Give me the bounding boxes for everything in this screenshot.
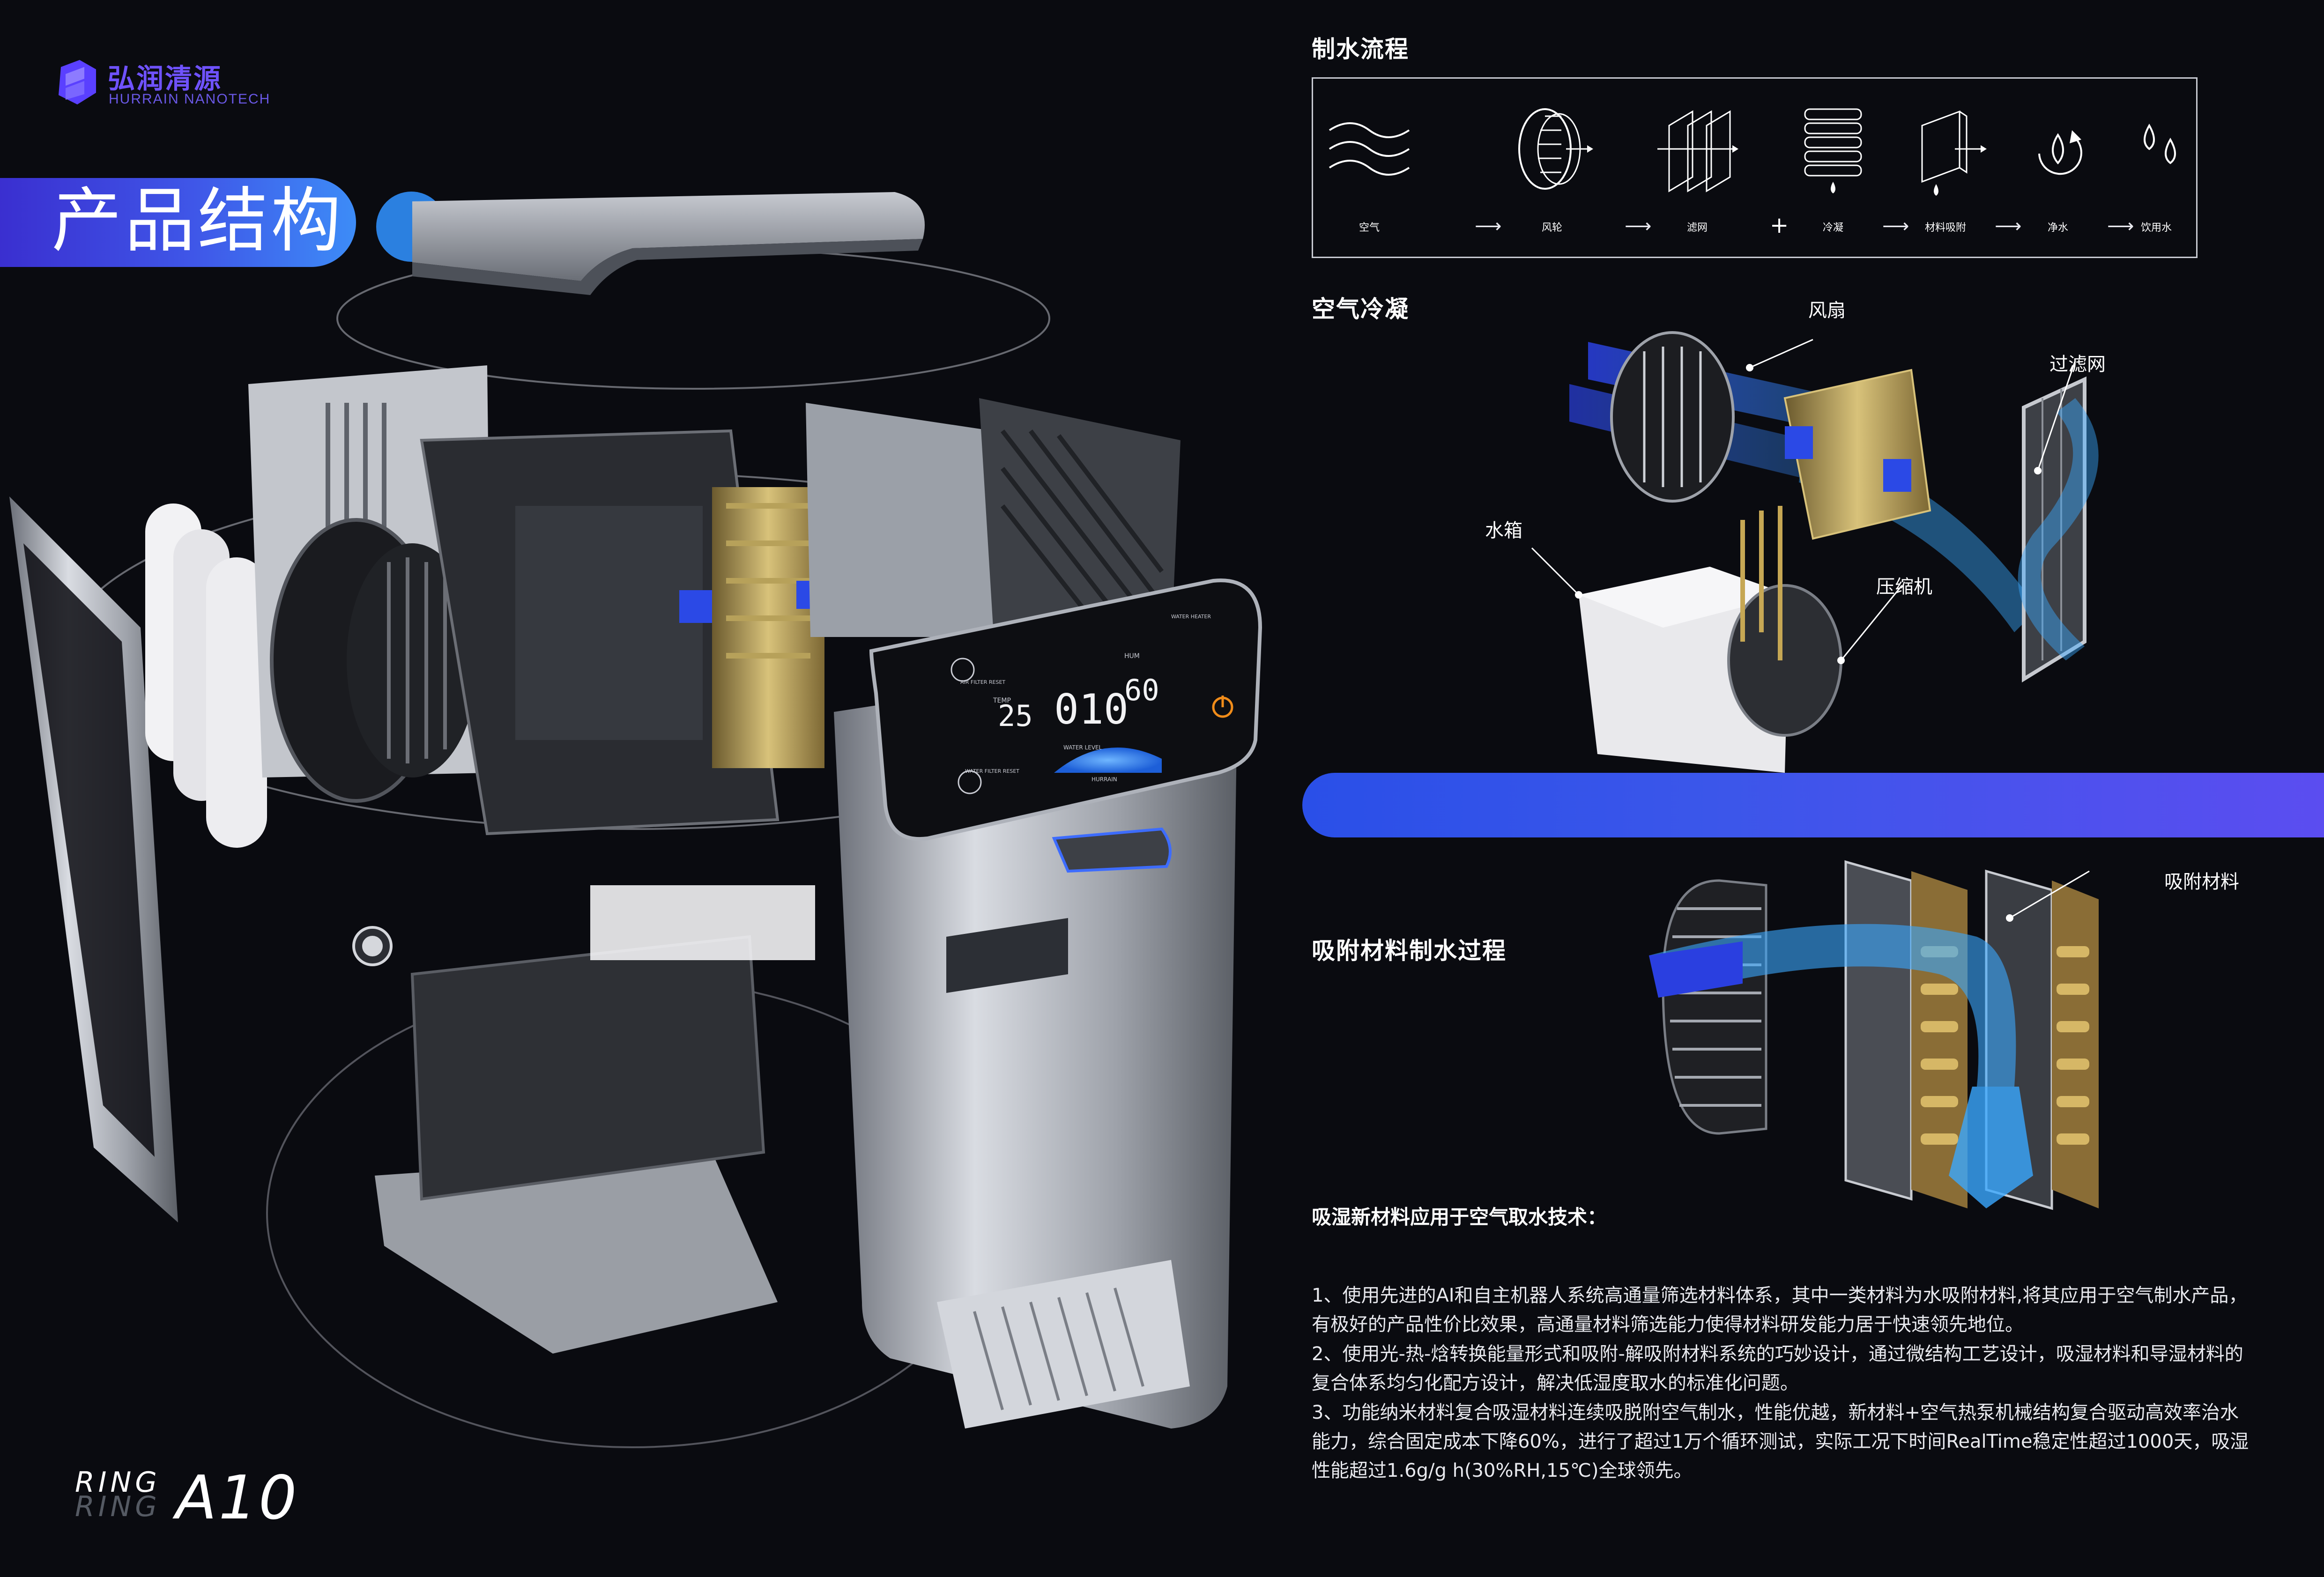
flow-arrow: ⟶	[2107, 215, 2134, 237]
display-brand-label: HURRAIN	[1091, 776, 1117, 783]
control-display: 25 TEMP 010 60 HUM WATER LEVEL AIR FILTE…	[869, 578, 1262, 841]
flow-label-drinking: 饮用水	[2140, 222, 2172, 234]
ads-panel-1	[1844, 860, 1913, 1201]
flow-heading: 制水流程	[1312, 36, 1409, 63]
adsorption-icon	[1921, 110, 1987, 196]
display-water-filter-label: WATER FILTER RESET	[965, 768, 1019, 774]
brand-logo: 弘润清源 HURRAIN NANOTECH	[52, 54, 295, 115]
adsorption-diagram	[1649, 860, 2099, 1210]
flow-step-condense: 冷凝	[1786, 79, 1880, 257]
fan-wheel-icon	[1518, 108, 1593, 190]
cond-compressor	[1727, 584, 1842, 737]
callout-filter: 过滤网	[2049, 354, 2106, 375]
flow-step-drinking: 饮用水	[2109, 79, 2203, 257]
display-humidity-label: HUM	[1124, 652, 1140, 660]
water-drop-icon	[1054, 748, 1162, 773]
callout-fan: 风扇	[1808, 300, 1846, 321]
base-tray	[375, 1152, 778, 1354]
model-word-bottom: RING	[75, 1490, 161, 1523]
accent-band	[1302, 773, 2324, 837]
cond-filter-panel	[2022, 376, 2086, 683]
tech-paragraph-3: 3、功能纳米材料复合吸湿材料连续吸脱附空气制水，性能优越，新材料+空气热泵机械结…	[1312, 1402, 2249, 1481]
ads-fan	[1662, 879, 1767, 1135]
tech-paragraph-2: 2、使用光-热-焓转换能量形式和吸附-解吸附材料系统的巧妙设计，通过微结构工艺设…	[1312, 1343, 2243, 1394]
flow-label-condense: 冷凝	[1822, 222, 1843, 234]
hurrain-logo-icon	[59, 60, 96, 104]
flow-label-air: 空气	[1359, 222, 1380, 234]
ads-panel-4	[2052, 881, 2099, 1208]
filter-mesh-icon	[1657, 110, 1738, 192]
flow-step-adsorption: 材料吸附	[1899, 79, 1992, 257]
callout-compressor: 压缩机	[1876, 576, 1932, 598]
display-volume-value: 010	[1054, 685, 1129, 733]
condensation-heading: 空气冷凝	[1312, 296, 1409, 323]
tech-paragraph-1: 1、使用先进的AI和自主机器人系统高通量筛选材料体系，其中一类材料为水吸附材料,…	[1312, 1285, 2248, 1335]
machine-body	[834, 656, 1237, 1429]
callout-adsorption-material: 吸附材料	[2164, 871, 2239, 893]
display-filter-reset-label: AIR FILTER RESET	[960, 679, 1005, 685]
product-exploded-view: 25 TEMP 010 60 HUM WATER LEVEL AIR FILTE…	[9, 192, 1262, 1448]
filter-cartridges	[145, 503, 267, 848]
flow-label-adsorption: 材料吸附	[1924, 222, 1966, 234]
flow-label-fan: 风轮	[1541, 222, 1562, 234]
condensation-diagram	[1531, 331, 2099, 773]
display-temp-label: TEMP	[993, 697, 1011, 704]
mesh-panel-2	[979, 398, 1181, 646]
display-humidity-value: 60	[1124, 673, 1159, 707]
flow-arrow: ⟶	[1475, 215, 1502, 237]
flow-step-purify: 净水	[2011, 79, 2105, 257]
lower-chassis	[410, 935, 765, 1201]
flow-step-filter: 滤网	[1650, 79, 1744, 257]
model-logo: RING RING A10	[75, 1463, 337, 1533]
flow-step-air: 空气	[1322, 79, 1416, 257]
purify-icon	[2038, 130, 2082, 175]
cond-fan	[1610, 331, 1735, 503]
condenser-icon	[1804, 108, 1862, 193]
callout-tank: 水箱	[1485, 520, 1522, 541]
section-banner	[0, 178, 356, 267]
drinking-water-icon	[2144, 123, 2176, 164]
flow-arrow: ⟶	[1882, 215, 1909, 237]
display-water-level-label: WATER LEVEL	[1063, 744, 1102, 751]
tech-title: 吸湿新材料应用于空气取水技术：	[1312, 1206, 1607, 1229]
display-heater-label: WATER HEATER	[1171, 614, 1211, 620]
display-temp-value: 25	[998, 699, 1033, 733]
top-lid	[376, 192, 925, 295]
brand-name-cn: 弘润清源	[108, 63, 223, 95]
flow-label-filter: 滤网	[1686, 222, 1708, 234]
adsorption-heading: 吸附材料制水过程	[1312, 937, 1507, 964]
section-title: 产品结构	[52, 180, 344, 262]
air-waves-icon	[1329, 122, 1410, 176]
cond-heatsink	[1783, 369, 1931, 540]
flow-plus: +	[1770, 212, 1789, 238]
model-number: A10	[176, 1463, 299, 1533]
flow-label-purify: 净水	[2047, 222, 2068, 234]
mesh-panel-1	[806, 403, 998, 637]
flow-arrow: ⟶	[1625, 215, 1652, 237]
flow-diagram: 空气 ⟶ 风轮 ⟶ 滤网 +	[1312, 77, 2198, 258]
condenser-tubes	[679, 487, 824, 768]
brand-name-en: HURRAIN NANOTECH	[109, 91, 271, 107]
flow-step-fan: 风轮	[1505, 79, 1599, 257]
model-word-top: RING	[75, 1466, 161, 1499]
flow-arrow: ⟶	[1995, 215, 2022, 237]
